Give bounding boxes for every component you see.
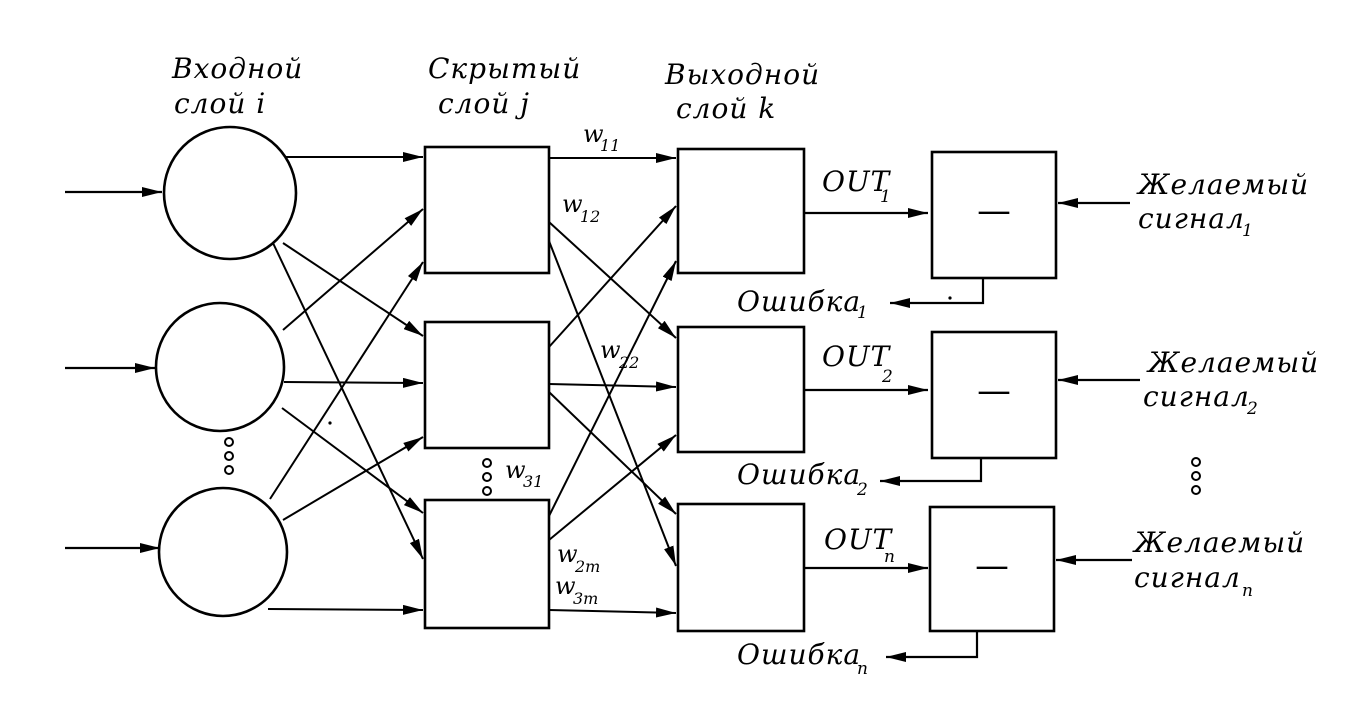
weight-w3m: w 3m [555, 572, 598, 608]
svg-text:22: 22 [618, 353, 639, 372]
weight-w31: w 31 [505, 456, 543, 491]
desired-signal-1-line2: сигнал [1138, 202, 1245, 235]
svg-text:w: w [562, 190, 583, 218]
out-label-2: OUT [822, 340, 892, 373]
weight-w22: w 22 [600, 336, 639, 372]
weight-w12: w 12 [562, 190, 600, 226]
svg-text:w: w [555, 572, 576, 600]
svg-text:w: w [557, 540, 578, 568]
output-row-1: OUT 1 — Желаемый сигнал 1 Ошибка 1 [737, 150, 1309, 323]
output-layer-title-line1: Выходной [664, 58, 820, 91]
comparator-sign-2: — [977, 371, 1011, 411]
comparator-sign-1: — [977, 191, 1011, 231]
comparator-n [928, 505, 1056, 633]
hidden-output-connections [548, 153, 677, 618]
svg-text:31: 31 [523, 472, 543, 491]
out-sub-n: n [884, 547, 895, 567]
input-layer-title-line1: Входной [171, 52, 303, 85]
svg-text:2m: 2m [574, 557, 600, 576]
hidden-layer-title-line2: слой j [438, 87, 530, 120]
desired-signal-2-line1: Желаемый [1146, 346, 1319, 379]
output-row-n: OUT n — Желаемый сигнал n Ошибка n [737, 505, 1305, 679]
output-row-2: OUT 2 — Желаемый сигнал 2 Ошибка 2 [737, 330, 1319, 500]
desired-signal-1-line1: Желаемый [1136, 168, 1309, 201]
desired-signal-2-line2: сигнал [1143, 380, 1250, 413]
error-sub-n: n [857, 659, 868, 679]
input-layer-title-line2: слой i [174, 87, 266, 120]
svg-text:3m: 3m [573, 589, 598, 608]
out-sub-1: 1 [880, 187, 891, 207]
comparator-1 [930, 150, 1058, 280]
desired-signal-n-line2: сигнал [1134, 561, 1241, 594]
desired-signal-n-sub: n [1242, 581, 1253, 601]
desired-signal-1-sub: 1 [1242, 221, 1253, 241]
out-label-n: OUT [824, 523, 894, 556]
error-label-n: Ошибка [737, 638, 861, 671]
error-label-1: Ошибка [737, 285, 861, 318]
input-neuron-1 [162, 125, 298, 261]
svg-text:w: w [583, 120, 604, 148]
error-label-2: Ошибка [737, 458, 861, 491]
output-ellipsis [1191, 457, 1201, 495]
hidden-ellipsis [482, 458, 492, 496]
comparator-sign-n: — [975, 546, 1009, 586]
output-neuron-1 [676, 147, 806, 275]
input-ellipsis [224, 437, 234, 475]
svg-text:12: 12 [580, 207, 600, 226]
out-sub-2: 2 [881, 367, 893, 387]
output-neuron-3 [676, 502, 806, 633]
error-sub-2: 2 [856, 480, 868, 500]
input-neuron-2 [154, 301, 286, 433]
svg-text:w: w [505, 456, 526, 484]
svg-text:w: w [600, 336, 621, 364]
output-layer-title-line2: слой k [676, 92, 776, 125]
hidden-layer-title-line1: Скрытый [428, 52, 581, 85]
input-neuron-3 [157, 486, 289, 618]
comparator-2 [930, 330, 1058, 460]
input-hidden-connections [267, 152, 424, 615]
output-neuron-2 [676, 325, 806, 454]
desired-signal-2-sub: 2 [1246, 399, 1258, 419]
weight-w11: w 11 [583, 120, 620, 155]
stray-dot [328, 421, 332, 425]
desired-signal-n-line1: Желаемый [1132, 526, 1305, 559]
hidden-neuron-3 [423, 498, 551, 630]
svg-text:11: 11 [600, 136, 620, 155]
error-sub-1: 1 [857, 303, 868, 323]
out-label-1: OUT [822, 165, 892, 198]
weight-w2m: w 2m [557, 540, 600, 576]
hidden-neuron-2 [423, 320, 551, 450]
hidden-neuron-1 [423, 145, 551, 275]
